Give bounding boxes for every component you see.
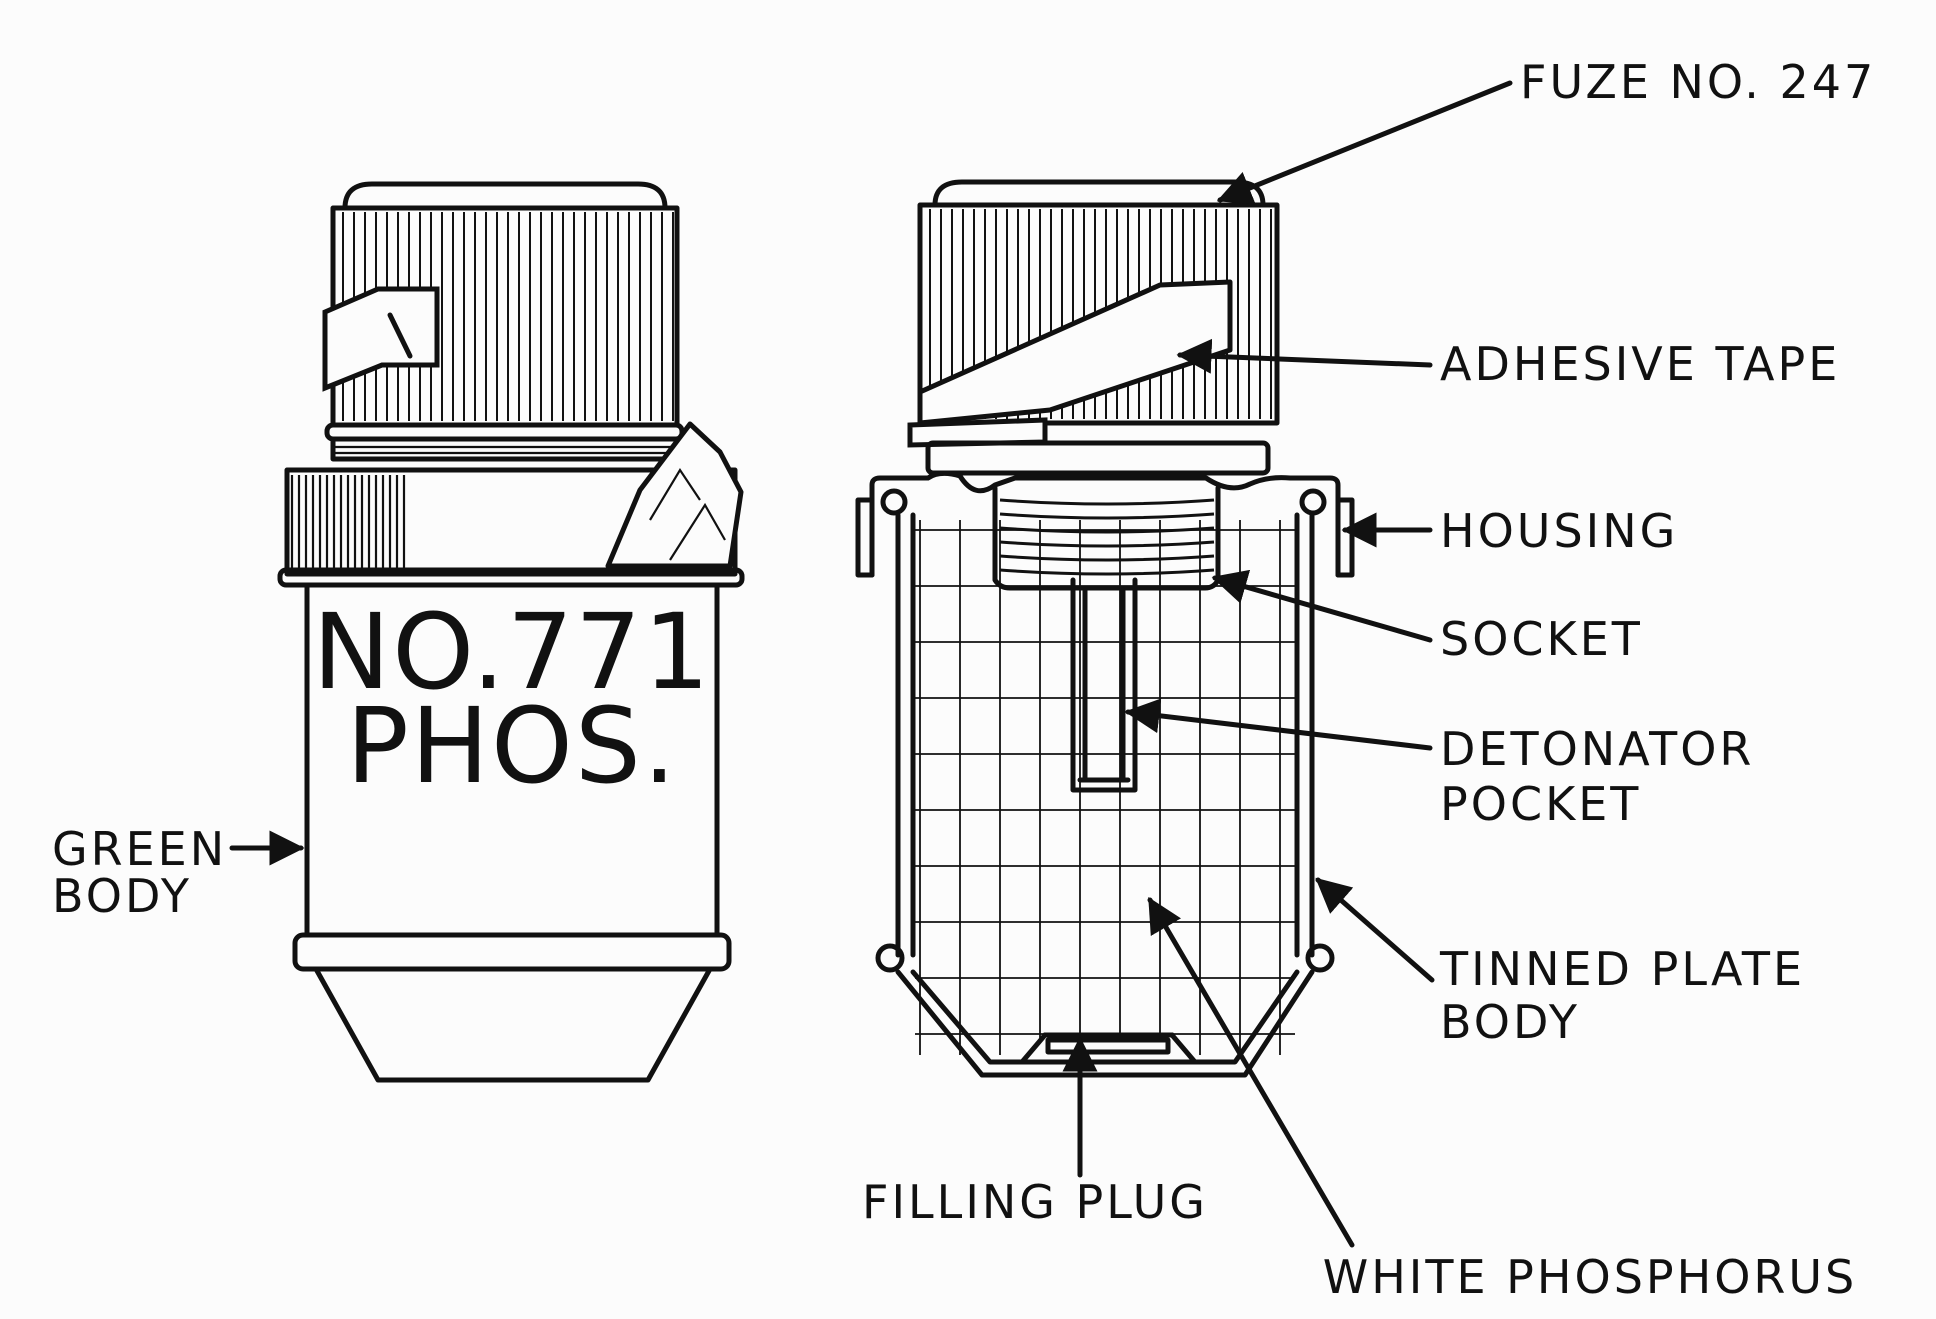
socket-threads [999,498,1215,576]
tinned-plate-label-line2: BODY [1440,995,1580,1049]
seam-top-right [1299,488,1327,516]
cutaway-neck-ring [925,440,1271,476]
filling-plug-label: FILLING PLUG [862,1175,1208,1229]
white-phosphorus-grid [915,520,1295,1055]
seam-bottom-left [875,943,905,973]
grenade-exterior-view: NO.771 PHOS. GREEN BODY [52,181,745,1083]
tinned-plate-label-line1: TINNED PLATE [1439,942,1805,996]
fuze-leader [1216,80,1513,205]
marking-line1: NO.771 [312,591,711,713]
marking-line2: PHOS. [346,685,678,807]
detonator-label-line1: DETONATOR [1440,722,1754,776]
seam-top-left [880,488,908,516]
socket-leader [1211,569,1433,643]
adhesive-tape-label: ADHESIVE TAPE [1440,337,1840,391]
cutaway-fuze-cap-top [932,179,1266,208]
fuze-ribs [342,212,674,421]
grenade-cutaway-view [855,179,1355,1078]
body-bottom-rim [292,932,732,972]
tape-mark [387,312,413,359]
adhesive-tape-patch [322,286,440,392]
callouts: FUZE NO. 247 ADHESIVE TAPE HOUSING SOCKE… [862,55,1876,1304]
green-body-label-line2: BODY [52,869,192,923]
fuze-label: FUZE NO. 247 [1520,55,1876,109]
fuze-cap-top [342,181,668,211]
detonator-leader [1124,698,1433,751]
conical-base [313,966,713,1083]
cutaway-fuze-ribbed-cap [917,202,1280,426]
tinned-plate-leader [1315,877,1435,983]
cutaway-conical-bottom [895,969,1315,1078]
adhesive-tape-leader [1176,338,1433,374]
seam-bottom-right [1305,943,1335,973]
white-phosphorus-leader [1147,896,1355,1248]
detonator-pocket [1070,577,1138,793]
crumpled-tape [605,421,744,569]
filling-plug-cap [1045,1037,1171,1055]
detonator-label-line2: POCKET [1440,777,1641,831]
socket-label: SOCKET [1440,612,1643,666]
housing-knurl [290,475,406,568]
green-body-label-line1: GREEN [52,822,227,876]
housing-label: HOUSING [1440,504,1678,558]
housing [869,470,1341,578]
white-phosphorus-label: WHITE PHOSPHORUS [1323,1250,1858,1304]
fuze-neck [330,436,679,462]
housing-left-flange [855,497,875,578]
